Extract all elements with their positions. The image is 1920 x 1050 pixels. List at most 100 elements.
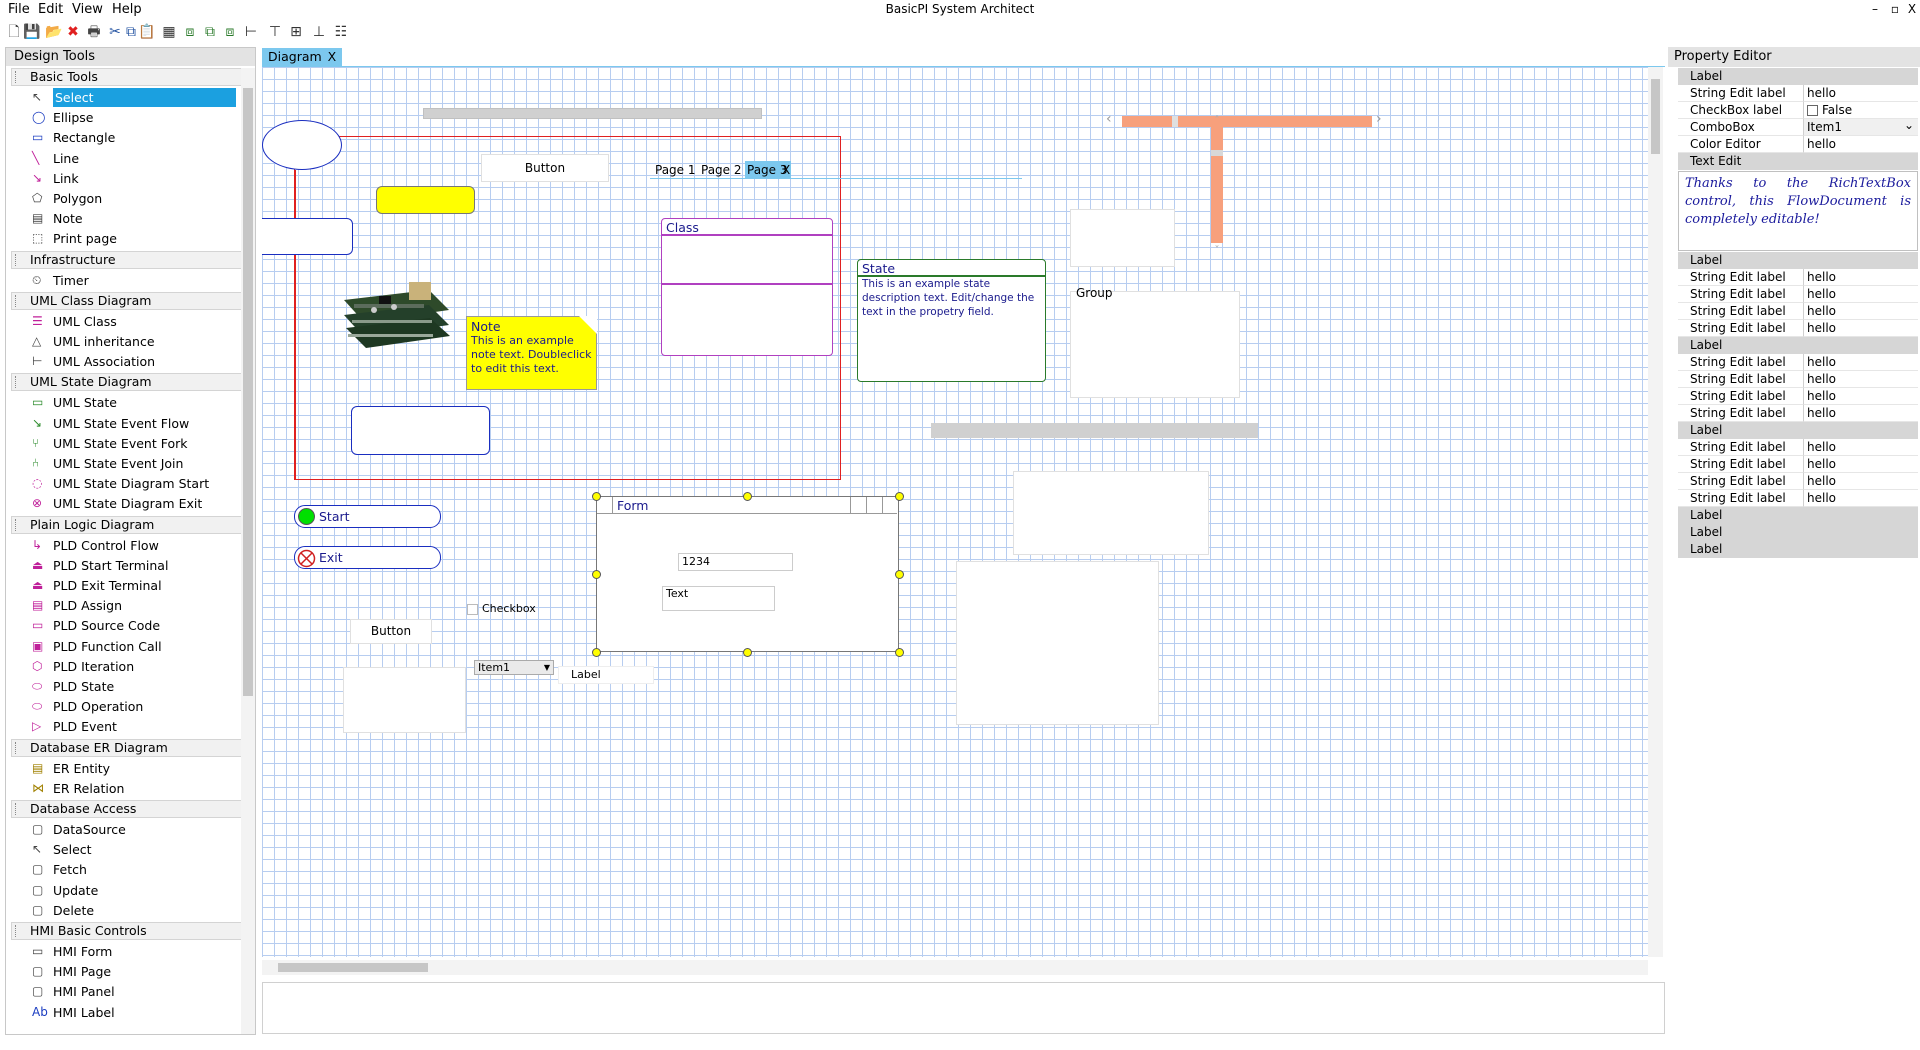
tool-uml-state-event-flow[interactable]: ↘UML State Event Flow — [27, 414, 242, 433]
tool-fetch[interactable]: ▢Fetch — [27, 860, 242, 879]
align-center-icon[interactable]: ⊞ — [290, 24, 302, 40]
property-value[interactable]: hello — [1803, 439, 1918, 456]
resize-handle[interactable] — [894, 569, 904, 579]
resize-handle[interactable] — [743, 491, 752, 501]
bring-front-icon[interactable]: ⧈ — [185, 24, 195, 40]
property-section-header[interactable]: Label — [1678, 541, 1918, 558]
property-value[interactable]: hello — [1803, 136, 1918, 153]
maximize-button[interactable]: ▫ — [1890, 2, 1900, 16]
menu-file[interactable]: File — [8, 2, 30, 17]
tool-pld-source-code[interactable]: ▭PLD Source Code — [27, 616, 242, 635]
property-value[interactable]: hello — [1803, 473, 1918, 490]
rich-text-editor[interactable]: Thanks to the RichTextBox control, this … — [1678, 171, 1918, 251]
tool-group-database-er-diagram[interactable]: Database ER Diagram — [11, 738, 242, 757]
tool-note[interactable]: ▤Note — [27, 209, 242, 228]
align-top-icon[interactable]: ⊤ — [268, 24, 282, 40]
tool-pld-operation[interactable]: ⬭PLD Operation — [27, 697, 242, 716]
tool-group-database-access[interactable]: Database Access — [11, 800, 242, 818]
tool-group-infrastructure[interactable]: Infrastructure — [11, 250, 242, 269]
tool-pld-start-terminal[interactable]: ⏏PLD Start Terminal — [27, 556, 242, 575]
print-icon[interactable]: 🖶 — [87, 24, 101, 40]
vertical-slider-thumb[interactable] — [1211, 150, 1223, 156]
tool-link[interactable]: ↘Link — [27, 169, 242, 188]
property-value[interactable]: hello — [1803, 405, 1918, 422]
tool-hmi-form[interactable]: ▭HMI Form — [27, 942, 242, 961]
canvas-horizontal-scrollbar[interactable] — [262, 960, 1648, 975]
align-bottom-icon[interactable]: ⊥ — [312, 24, 326, 40]
tool-update[interactable]: ▢Update — [27, 881, 242, 900]
slider-right-arrow-icon[interactable]: › — [1376, 111, 1382, 127]
canvas-checkbox[interactable] — [467, 604, 478, 615]
tool-uml-inheritance[interactable]: △UML inheritance — [27, 332, 242, 351]
tool-pld-control-flow[interactable]: ↳PLD Control Flow — [27, 536, 242, 555]
page-tab-3[interactable] — [745, 161, 791, 179]
tool-group-plain-logic-diagram[interactable]: Plain Logic Diagram — [11, 515, 242, 534]
page-tab-1[interactable]: Page 1 — [655, 163, 696, 177]
tool-group-uml-class-diagram[interactable]: UML Class Diagram — [11, 291, 242, 310]
ellipse-shape[interactable] — [262, 120, 342, 170]
white-panel-3[interactable] — [956, 561, 1159, 725]
canvas-vertical-scrollbar[interactable] — [1648, 67, 1663, 957]
resize-handle[interactable] — [591, 647, 601, 657]
form-textbox[interactable]: Text — [662, 586, 775, 611]
tool-pld-event[interactable]: ▷PLD Event — [27, 717, 242, 736]
page-tab-2[interactable]: Page 2 — [701, 163, 742, 177]
tool-er-entity[interactable]: ▤ER Entity — [27, 759, 242, 778]
tool-uml-class[interactable]: ☰UML Class — [27, 312, 242, 331]
tool-print-page[interactable]: ⬚Print page — [27, 229, 242, 248]
property-value[interactable]: hello — [1803, 85, 1918, 102]
tool-rectangle[interactable]: ▭Rectangle — [27, 128, 242, 147]
rounded-rectangle-shape[interactable] — [262, 218, 353, 255]
property-value[interactable]: hello — [1803, 320, 1918, 337]
left-scroll-thumb[interactable] — [243, 88, 253, 696]
new-file-icon[interactable]: 🗋 — [8, 24, 20, 40]
property-section-header[interactable]: Text Edit — [1678, 153, 1918, 170]
form-max-button[interactable] — [866, 497, 882, 513]
tool-er-relation[interactable]: ⋈ER Relation — [27, 779, 242, 798]
group-icon[interactable]: ⧈ — [225, 24, 235, 40]
resize-handle[interactable] — [591, 491, 601, 501]
property-value[interactable]: hello — [1803, 371, 1918, 388]
canvas-vscroll-thumb[interactable] — [1651, 79, 1660, 154]
tool-line[interactable]: ╲Line — [27, 149, 242, 168]
tool-select[interactable]: ↖Select — [27, 88, 242, 107]
close-window-button[interactable]: X — [1907, 2, 1917, 16]
property-section-header[interactable]: Label — [1678, 524, 1918, 541]
property-value[interactable]: hello — [1803, 456, 1918, 473]
property-value[interactable]: hello — [1803, 490, 1918, 507]
page-tab-close-icon[interactable]: X — [782, 163, 791, 177]
yellow-rounded-box[interactable] — [376, 186, 475, 214]
tool-uml-state-event-fork[interactable]: ⑂UML State Event Fork — [27, 434, 242, 453]
canvas-combobox[interactable]: Item1 ▼ — [474, 660, 554, 675]
white-panel-1[interactable] — [1070, 209, 1175, 267]
canvas-hscroll-thumb[interactable] — [278, 963, 428, 972]
menu-edit[interactable]: Edit — [38, 2, 64, 17]
copy-icon[interactable]: ⧉ — [126, 24, 136, 40]
delete-icon[interactable]: ✖ — [67, 24, 79, 40]
resize-handle[interactable] — [894, 647, 904, 657]
property-value[interactable]: hello — [1803, 354, 1918, 371]
rounded-rectangle-2[interactable] — [351, 406, 490, 455]
tool-hmi-page[interactable]: ▢HMI Page — [27, 962, 242, 981]
tool-pld-state[interactable]: ⬭PLD State — [27, 677, 242, 696]
resize-handle[interactable] — [894, 491, 904, 501]
pld-start-terminal[interactable]: Start — [294, 505, 441, 528]
tool-group-uml-state-diagram[interactable]: UML State Diagram — [11, 373, 242, 392]
property-section-header[interactable]: Label — [1678, 68, 1918, 85]
tool-datasource[interactable]: ▢DataSource — [27, 820, 242, 839]
minimize-button[interactable]: – — [1872, 2, 1878, 16]
tool-uml-association[interactable]: ⊢UML Association — [27, 352, 242, 371]
vslider-up-arrow-icon[interactable]: ˄ — [1214, 115, 1220, 126]
tool-polygon[interactable]: ⬠Polygon — [27, 189, 242, 208]
tool-uml-state-diagram-exit[interactable]: ⊗UML State Diagram Exit — [27, 494, 242, 513]
tool-pld-function-call[interactable]: ▣PLD Function Call — [27, 637, 242, 656]
paste-icon[interactable]: 📋 — [138, 24, 156, 40]
orange-slider-thumb[interactable] — [1172, 116, 1178, 127]
property-value[interactable]: hello — [1803, 303, 1918, 320]
property-checkbox[interactable] — [1807, 105, 1818, 116]
menu-view[interactable]: View — [72, 2, 103, 17]
tool-uml-state[interactable]: ▭UML State — [27, 393, 242, 412]
tab-close-icon[interactable]: X — [327, 49, 337, 64]
diagram-canvas[interactable]: ‹ › ˄ ˅ Button Note T — [262, 67, 1648, 957]
